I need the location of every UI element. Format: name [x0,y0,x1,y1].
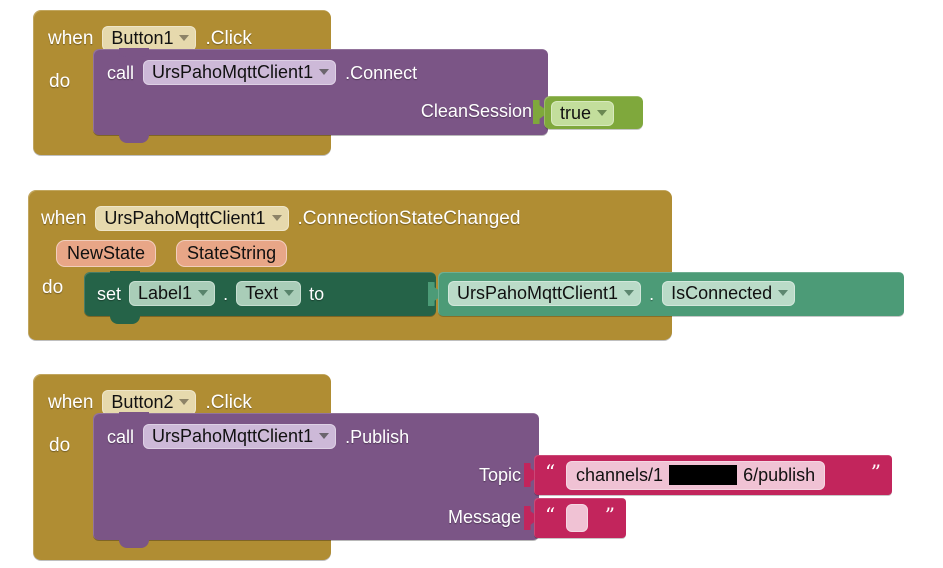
arg-label-topic: Topic [478,465,521,485]
logic-block-true[interactable]: true [544,96,643,129]
component-name: Button1 [111,28,174,48]
component-dropdown-mqtt-connect[interactable]: UrsPahoMqttClient1 [143,60,337,85]
logic-dropdown-true[interactable]: true [551,101,615,126]
text-input-topic[interactable]: channels/1 6/publish [566,461,826,490]
event-parameter-statestring[interactable]: StateString [176,240,288,267]
chevron-down-icon[interactable] [778,290,789,296]
component-dropdown-label1[interactable]: Label1 [129,281,216,306]
method-name: .Connect [345,62,418,83]
text-input-message[interactable] [566,504,588,532]
event-name: .Click [205,392,252,413]
chevron-down-icon[interactable] [179,35,190,41]
component-name: Button2 [111,392,174,412]
setter-block-label1-text[interactable]: set Label1 . Text to [84,271,436,324]
chevron-down-icon[interactable] [198,290,209,296]
component-name: Label1 [138,283,193,303]
event-parameter-newstate[interactable]: NewState [56,240,157,267]
component-name: UrsPahoMqttClient1 [152,426,314,446]
topic-text-suffix: 6/publish [743,465,816,485]
do-keyword: do [49,435,71,456]
property-name: IsConnected [671,283,773,303]
method-call-publish[interactable]: call UrsPahoMqttClient1 .Publish Topic M… [93,412,539,548]
method-call-connect[interactable]: call UrsPahoMqttClient1 .Connect CleanSe… [93,48,548,143]
call-keyword: call [107,62,135,83]
do-keyword: do [49,71,71,92]
arg-label-cleansession: CleanSession [420,101,532,121]
when-keyword: when [48,392,94,413]
component-name: UrsPahoMqttClient1 [457,283,619,303]
chevron-down-icon[interactable] [597,110,608,116]
component-dropdown-button2[interactable]: Button2 [102,390,197,415]
redacted-text-bar [669,465,738,485]
component-dropdown-mqtt-getter[interactable]: UrsPahoMqttClient1 [448,281,642,306]
dot-separator: . [223,283,229,304]
chevron-down-icon[interactable] [624,290,635,296]
when-keyword: when [48,28,94,49]
property-name: Text [245,283,279,303]
component-dropdown-mqtt-publish[interactable]: UrsPahoMqttClient1 [143,424,337,449]
chevron-down-icon[interactable] [319,433,330,439]
set-keyword: set [97,283,122,304]
chevron-down-icon[interactable] [319,69,330,75]
when-keyword: when [41,208,87,229]
do-keyword: do [42,277,64,298]
chevron-down-icon[interactable] [271,215,282,221]
dot-separator: . [649,283,655,304]
getter-block-isconnected[interactable]: UrsPahoMqttClient1 . IsConnected [438,272,904,316]
text-block-message[interactable]: “ ” [534,498,626,538]
call-keyword: call [107,426,135,447]
logic-value: true [560,103,592,123]
arg-label-message: Message [447,507,521,527]
property-dropdown-text[interactable]: Text [236,281,302,306]
component-dropdown-mqtt-event[interactable]: UrsPahoMqttClient1 [95,206,289,231]
property-dropdown-isconnected[interactable]: IsConnected [662,281,796,306]
to-keyword: to [309,283,325,304]
chevron-down-icon[interactable] [179,399,190,405]
chevron-down-icon[interactable] [284,290,295,296]
method-name: .Publish [345,426,410,447]
component-name: UrsPahoMqttClient1 [152,62,314,82]
event-name: .Click [205,28,252,49]
event-name: .ConnectionStateChanged [297,208,521,229]
component-name: UrsPahoMqttClient1 [104,208,266,228]
component-dropdown-button1[interactable]: Button1 [102,26,197,51]
topic-text-prefix: channels/1 [576,465,664,485]
